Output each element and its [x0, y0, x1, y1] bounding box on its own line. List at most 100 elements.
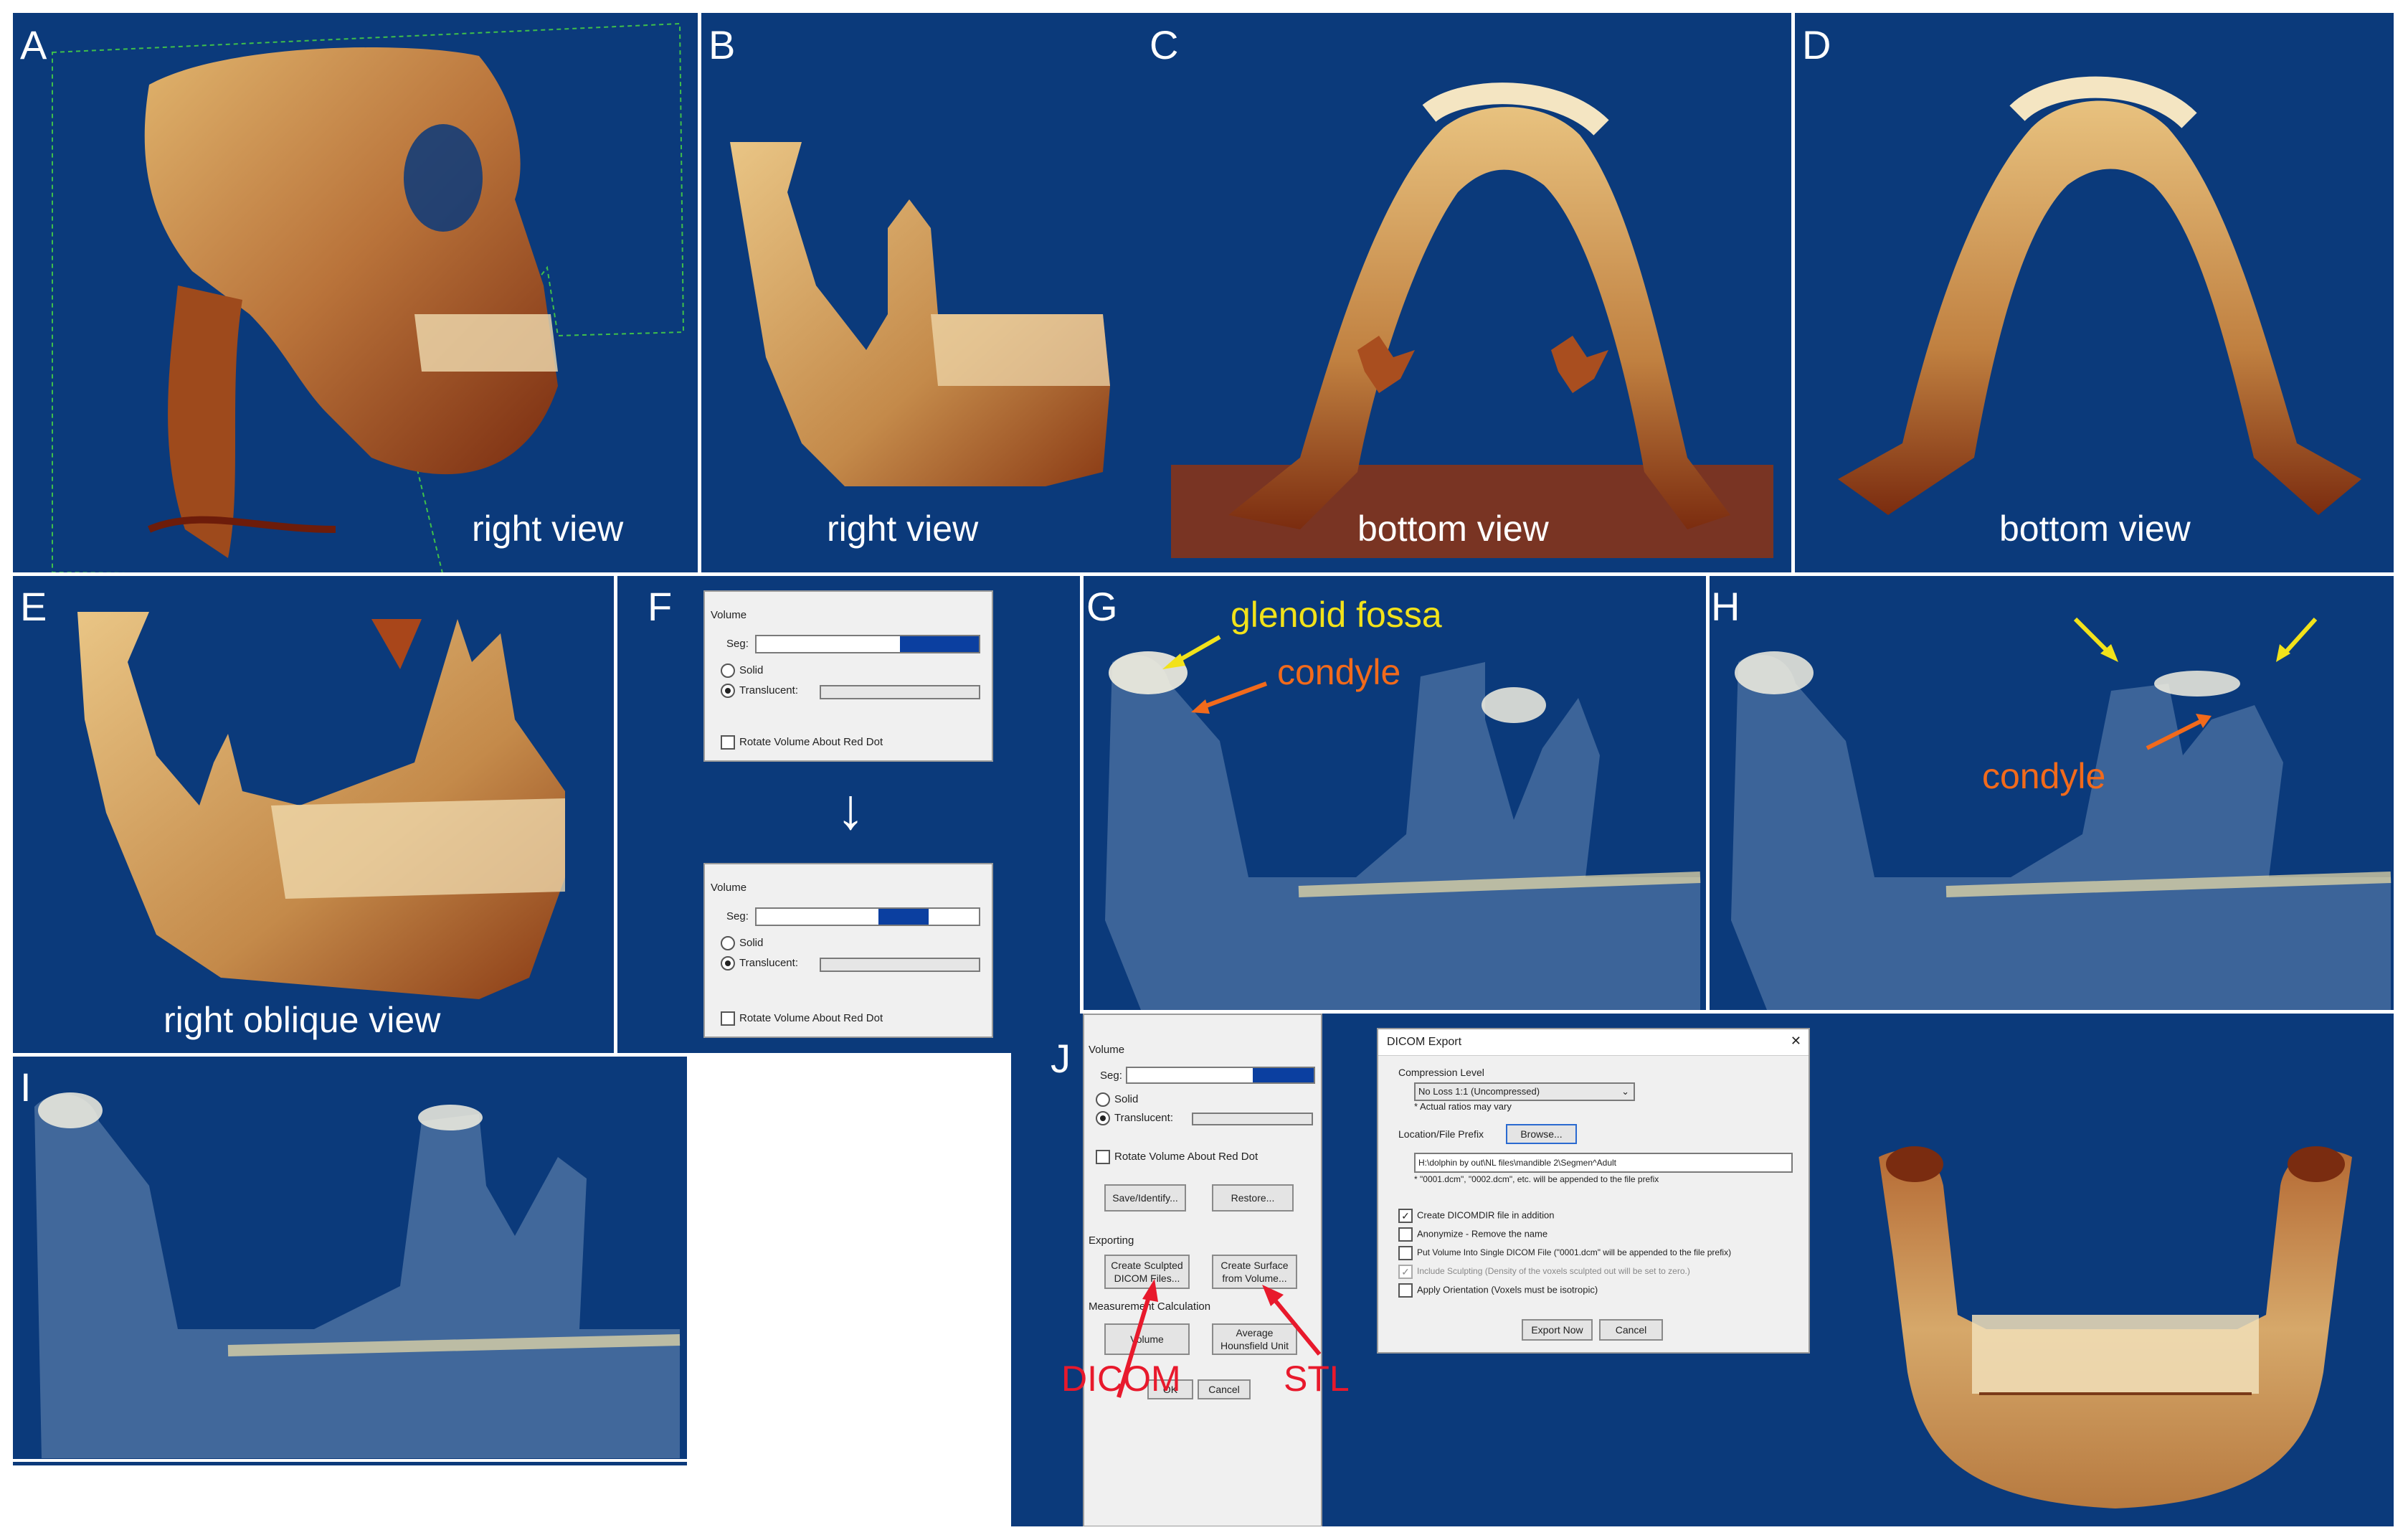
- volume-group-label: Volume: [711, 882, 747, 894]
- file-prefix-input[interactable]: H:\dolphin by out\NL files\mandible 2\Se…: [1414, 1153, 1793, 1173]
- rotate-option[interactable]: Rotate Volume About Red Dot: [721, 1011, 883, 1026]
- seg-label: Seg:: [1100, 1069, 1122, 1082]
- ratio-note: * Actual ratios may vary: [1414, 1101, 1512, 1112]
- volume-export-panel: Volume Seg: Solid Translucent: Rotate Vo…: [1083, 1014, 1322, 1526]
- solid-radio[interactable]: [721, 664, 735, 678]
- option-single-file[interactable]: Put Volume Into Single DICOM File ("0001…: [1398, 1246, 1731, 1260]
- translucent-radio[interactable]: [1096, 1111, 1110, 1125]
- option-anonymize[interactable]: Anonymize - Remove the name: [1398, 1227, 1547, 1242]
- dialog-title: DICOM Export: [1378, 1029, 1809, 1056]
- chevron-down-icon: ⌄: [1621, 1086, 1629, 1097]
- browse-button[interactable]: Browse...: [1506, 1124, 1577, 1144]
- solid-option[interactable]: Solid: [721, 936, 763, 950]
- solid-radio[interactable]: [721, 936, 735, 950]
- skull-lateral-render: [52, 22, 685, 572]
- exporting-group-label: Exporting: [1089, 1234, 1134, 1247]
- panel-letter-e: E: [20, 584, 47, 629]
- translucent-slider[interactable]: [820, 958, 980, 972]
- seg-slider[interactable]: [1126, 1067, 1315, 1084]
- panel-letter-g: G: [1086, 584, 1118, 629]
- rotate-checkbox[interactable]: [721, 1011, 735, 1026]
- translucent-option[interactable]: Translucent:: [1096, 1111, 1173, 1125]
- single-file-label: Put Volume Into Single DICOM File ("0001…: [1417, 1247, 1732, 1258]
- seg-slider-range: [878, 909, 929, 925]
- option-dicomdir[interactable]: ✓Create DICOMDIR file in addition: [1398, 1209, 1554, 1223]
- ok-button[interactable]: OK: [1147, 1379, 1193, 1399]
- mandible-front-render: [1879, 1146, 2352, 1508]
- solid-option[interactable]: Solid: [721, 664, 763, 678]
- dialog-cancel-button[interactable]: Cancel: [1599, 1319, 1663, 1341]
- translucent-slider[interactable]: [820, 685, 980, 699]
- rotate-checkbox[interactable]: [721, 735, 735, 750]
- location-label: Location/File Prefix: [1398, 1128, 1484, 1140]
- seg-slider-range: [1253, 1068, 1314, 1082]
- panel-letter-j: J: [1051, 1036, 1071, 1081]
- option-orientation[interactable]: Apply Orientation (Voxels must be isotro…: [1398, 1283, 1598, 1298]
- solid-radio[interactable]: [1096, 1092, 1110, 1107]
- volume-group-label: Volume: [711, 609, 747, 621]
- translucent-mandible-render-g: [1105, 635, 1701, 1010]
- caption-bottom-view-c: bottom view: [1357, 509, 1549, 549]
- translucent-radio[interactable]: [721, 684, 735, 698]
- panel-f: F Volume Seg: Solid Translucent: Rotate …: [617, 576, 1080, 1053]
- translucent-radio[interactable]: [721, 956, 735, 971]
- volume-button[interactable]: Volume: [1104, 1323, 1190, 1355]
- seg-slider[interactable]: [755, 635, 980, 653]
- translucent-label: Translucent:: [739, 956, 798, 969]
- orientation-checkbox[interactable]: [1398, 1283, 1413, 1298]
- sculpting-checkbox[interactable]: ✓: [1398, 1265, 1413, 1279]
- dicom-export-dialog: DICOM Export ✕ Compression Level No Loss…: [1377, 1028, 1810, 1354]
- solid-option[interactable]: Solid: [1096, 1092, 1138, 1107]
- panel-d: D bottom view: [1795, 13, 2394, 572]
- create-surface-button[interactable]: Create Surface from Volume...: [1212, 1255, 1297, 1289]
- glenoid-fossa-label: glenoid fossa: [1231, 595, 1442, 635]
- rotate-option[interactable]: Rotate Volume About Red Dot: [721, 735, 883, 750]
- caption-bottom-view-d: bottom view: [1999, 509, 2191, 549]
- panel-letter-d: D: [1802, 22, 1831, 67]
- solid-label: Solid: [1114, 1092, 1139, 1105]
- condyle-label-g: condyle: [1277, 652, 1401, 692]
- panel-letter-h: H: [1711, 584, 1740, 629]
- cancel-button[interactable]: Cancel: [1198, 1379, 1251, 1399]
- seg-label: Seg:: [726, 910, 749, 922]
- average-hounsfield-button[interactable]: Average Hounsfield Unit: [1212, 1323, 1297, 1355]
- panel-a: A right view: [13, 13, 698, 572]
- anonymize-checkbox[interactable]: [1398, 1227, 1413, 1242]
- translucent-label: Translucent:: [739, 684, 798, 696]
- dicom-label: DICOM: [1061, 1359, 1181, 1399]
- mandible-right-render: [730, 142, 1110, 486]
- anonymize-label: Anonymize - Remove the name: [1417, 1228, 1548, 1239]
- panel-j: J Volume Seg: Solid Translucent: Rotate …: [1011, 1014, 2394, 1526]
- compression-select[interactable]: No Loss 1:1 (Uncompressed) ⌄: [1414, 1082, 1635, 1101]
- panel-i: I: [13, 1057, 687, 1465]
- suffix-note: * "0001.dcm", "0002.dcm", etc. will be a…: [1414, 1174, 1659, 1184]
- single-file-checkbox[interactable]: [1398, 1246, 1413, 1260]
- volume-controls-before: Volume Seg: Solid Translucent: Rotate Vo…: [703, 590, 993, 762]
- save-identify-button[interactable]: Save/Identify...: [1104, 1184, 1186, 1212]
- volume-controls-after: Volume Seg: Solid Translucent: Rotate Vo…: [703, 863, 993, 1038]
- condyle-label-h: condyle: [1982, 756, 2106, 796]
- down-arrow-icon: ↓: [836, 777, 865, 841]
- measurement-group-label: Measurement Calculation: [1089, 1300, 1211, 1313]
- option-sculpting[interactable]: ✓ Include Sculpting (Density of the voxel…: [1398, 1265, 1690, 1279]
- dicomdir-checkbox[interactable]: ✓: [1398, 1209, 1413, 1223]
- close-icon[interactable]: ✕: [1790, 1034, 1801, 1048]
- rotate-checkbox[interactable]: [1096, 1150, 1110, 1164]
- orientation-label: Apply Orientation (Voxels must be isotro…: [1417, 1284, 1598, 1295]
- panel-letter-c: C: [1150, 22, 1179, 67]
- seg-slider[interactable]: [755, 907, 980, 926]
- seg-label: Seg:: [726, 638, 749, 650]
- translucent-option[interactable]: Translucent:: [721, 684, 798, 698]
- caption-right-view-a: right view: [472, 509, 624, 549]
- translucent-mandible-render-h: [1731, 617, 2392, 1010]
- sculpting-label: Include Sculpting (Density of the voxels…: [1417, 1266, 1690, 1277]
- mandible-bottom-render-c: [1171, 82, 1773, 558]
- rotate-option[interactable]: Rotate Volume About Red Dot: [1096, 1150, 1258, 1164]
- create-sculpted-dicom-button[interactable]: Create Sculpted DICOM Files...: [1104, 1255, 1190, 1289]
- compression-select-value: No Loss 1:1 (Uncompressed): [1418, 1086, 1540, 1097]
- translucent-option[interactable]: Translucent:: [721, 956, 798, 971]
- translucent-slider[interactable]: [1192, 1113, 1313, 1125]
- export-now-button[interactable]: Export Now: [1522, 1319, 1593, 1341]
- restore-button[interactable]: Restore...: [1212, 1184, 1294, 1212]
- caption-right-oblique-view: right oblique view: [163, 1000, 441, 1040]
